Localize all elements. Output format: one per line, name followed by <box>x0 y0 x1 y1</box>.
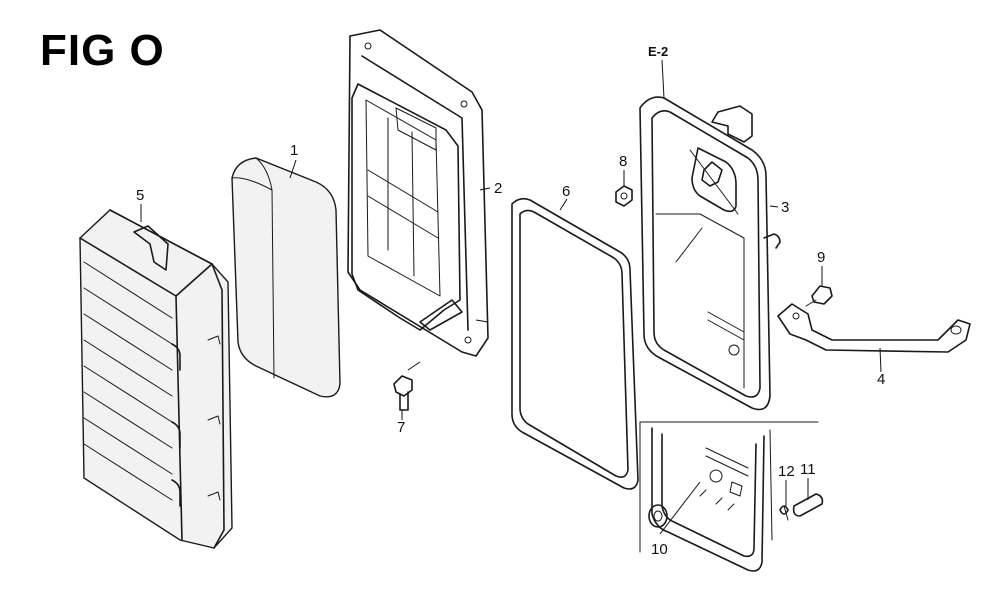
part-4-bracket[interactable] <box>777 303 971 353</box>
callout-8: 8 <box>619 153 627 170</box>
reference-label: E-2 <box>648 44 668 59</box>
callout-11: 11 <box>800 461 816 478</box>
part-6-gasket[interactable] <box>511 197 639 490</box>
part-11-pin[interactable] <box>792 493 824 517</box>
reference-leader <box>661 59 665 99</box>
detail-inset <box>639 421 819 572</box>
part-8-nut[interactable] <box>615 185 633 207</box>
part-10-grommet[interactable] <box>648 504 668 528</box>
part-5-air-cleaner-cover[interactable] <box>79 209 233 549</box>
figure-title: FIG O <box>40 26 165 75</box>
part-7-bolt[interactable] <box>393 375 413 411</box>
part-3-housing[interactable] <box>639 96 781 411</box>
leader-lines <box>140 159 882 535</box>
callout-6: 6 <box>562 183 570 200</box>
part-2-element-case[interactable] <box>347 29 489 357</box>
callout-12: 12 <box>778 463 795 480</box>
callout-3: 3 <box>781 199 789 216</box>
callout-1: 1 <box>290 142 298 159</box>
callout-9: 9 <box>817 249 825 266</box>
callout-2: 2 <box>494 180 502 197</box>
callout-10: 10 <box>651 541 668 558</box>
callout-7: 7 <box>397 419 405 436</box>
part-12-clip[interactable] <box>779 505 789 521</box>
part-9-bolt[interactable] <box>805 285 833 307</box>
callout-4: 4 <box>877 371 885 388</box>
part-1-foam-element[interactable] <box>231 157 341 398</box>
callout-5: 5 <box>136 187 144 204</box>
